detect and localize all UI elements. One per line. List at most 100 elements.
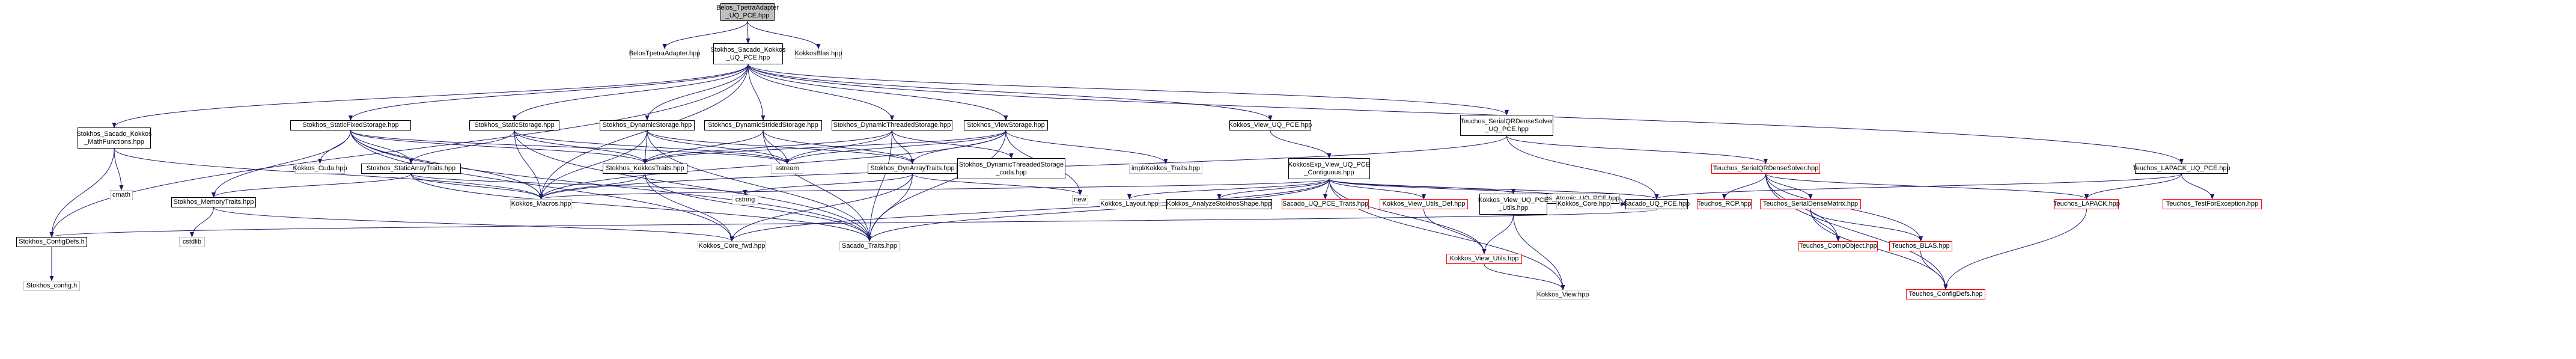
node-cstdlib: cstdlib <box>179 237 205 247</box>
edge-root-to-belos_tpetra <box>662 20 748 49</box>
edge-dynamic_threaded-to-sstream <box>785 130 892 164</box>
node-stokhos-kokkos-traits[interactable]: Stokhos_KokkosTraits.hpp <box>603 164 687 174</box>
edge-sacado_kokkos-to-static_storage <box>512 64 749 121</box>
edge-kokkos_exp_view-to-sacado_traits <box>867 179 1330 242</box>
node-teuchos-rcp[interactable]: Teuchos_RCP.hpp <box>1697 199 1752 209</box>
node-kokkos-view-utils-def[interactable]: Kokkos_View_Utils_Def.hpp <box>1380 199 1468 209</box>
node-kokkos-view: Kokkos_View.hpp <box>1536 290 1589 300</box>
node-dynamic-threaded-storage[interactable]: Stokhos_DynamicThreadedStorage.hpp <box>832 120 952 130</box>
node-dyn-array-traits[interactable]: Stokhos_DynArrayTraits.hpp <box>868 164 957 174</box>
edge-sacado_kokkos-to-kokkos_macros <box>539 64 749 200</box>
edge-view_storage-to-sstream <box>785 130 1006 164</box>
edge-sacado_kokkos-to-stokhos_config_defs <box>49 64 749 238</box>
edge-math_functions-to-stokhos_config_defs <box>49 148 115 238</box>
node-kokkos-view-utils[interactable]: Kokkos_View_Utils.hpp <box>1446 254 1522 264</box>
edge-view_storage-to-kokkos_traits <box>643 130 1006 164</box>
node-view-storage[interactable]: Stokhos_ViewStorage.hpp <box>964 120 1048 130</box>
edge-dynamic_storage-to-dyn_array_traits <box>647 130 915 164</box>
edge-dyn_array_traits-to-kokkos_core_fwd <box>729 173 913 242</box>
edge-kokkos_traits-to-sacado_traits <box>645 173 872 242</box>
node-dynamic-strided-storage[interactable]: Stokhos_DynamicStridedStorage.hpp <box>704 120 822 130</box>
node-stokhos-config-defs[interactable]: Stokhos_ConfigDefs.h <box>16 237 87 247</box>
node-sacado-uq-pce[interactable]: Sacado_UQ_PCE.hpp <box>1624 199 1690 209</box>
node-math-functions[interactable]: Stokhos_Sacado_Kokkos _MathFunctions.hpp <box>76 127 152 149</box>
edge-kokkos_view_utils-to-kokkos_view <box>1484 263 1565 290</box>
edge-static_storage-to-kokkos_traits <box>514 130 647 164</box>
node-kokkos-view-uq-pce-utils[interactable]: Kokkos_View_UQ_PCE _Utils.hpp <box>1478 194 1548 215</box>
edge-sacado_kokkos-to-dynamic_storage <box>645 64 749 121</box>
node-static-array-traits[interactable]: Stokhos_StaticArrayTraits.hpp <box>361 164 461 174</box>
edge-sacado_kokkos-to-dynamic_strided <box>748 64 766 121</box>
node-cmath: cmath <box>110 190 133 200</box>
edge-static_fixed-to-sstream <box>350 130 790 164</box>
edge-kokkos_view_uq-to-kokkos_exp_view <box>1270 130 1332 159</box>
edge-view_storage-to-sacado_traits <box>867 130 1006 242</box>
node-teuchos-lapack[interactable]: Teuchos_LAPACK.hpp <box>2053 199 2120 209</box>
node-kokkos-blas: KokkosBlas.hpp <box>795 49 842 59</box>
node-kokkos-core: Kokkos_Core.hpp <box>1556 199 1611 209</box>
node-sacado-traits: Sacado_Traits.hpp <box>839 241 900 251</box>
node-teuchos-serial-qr-dense-solver[interactable]: Teuchos_SerialQRDenseSolver.hpp <box>1711 164 1820 174</box>
edge-sacado_uq_pce-to-stokhos_config_defs <box>50 209 1657 238</box>
edge-dyn_array_traits-to-new <box>912 173 1082 195</box>
edge-dynamic_threaded-to-sacado_traits <box>867 130 892 242</box>
edge-teuchos_serial_qr_solver-to-teuchos_config_defs <box>1765 173 1948 290</box>
edge-sacado_kokkos-to-teuchos_lapack_uq <box>748 64 2184 164</box>
edge-kokkos_exp_view-to-kokkos_view_uq_utils <box>1329 179 1515 194</box>
edge-static_storage-to-static_array_traits <box>409 130 515 164</box>
node-teuchos-config-defs[interactable]: Teuchos_ConfigDefs.hpp <box>1906 289 1985 299</box>
edge-static_storage-to-sacado_traits <box>514 130 872 242</box>
edge-teuchos_serial_qr-to-sacado_uq_pce <box>1506 135 1659 200</box>
node-static-fixed-storage[interactable]: Stokhos_StaticFixedStorage.hpp <box>290 120 411 130</box>
node-dynamic-storage[interactable]: Stokhos_DynamicStorage.hpp <box>600 120 695 130</box>
node-static-storage[interactable]: Stokhos_StaticStorage.hpp <box>469 120 559 130</box>
edge-kokkos_exp_view-to-kokkos_view_utils <box>1329 179 1487 254</box>
node-cstring: cstring <box>732 195 758 205</box>
edge-sacado_kokkos-to-view_storage <box>748 64 1008 121</box>
node-teuchos-test-for-exception[interactable]: Teuchos_TestForException.hpp <box>2163 199 2262 209</box>
edge-kokkos_exp_view-to-sacado_uq_pce <box>1329 179 1659 200</box>
edge-memory_traits-to-kokkos_core_fwd <box>213 207 734 242</box>
edge-kokkos_exp_view-to-kokkos_layout <box>1127 179 1330 200</box>
node-analyze-stokhos-shape[interactable]: Kokkos_AnalyzeStokhosShape.hpp <box>1166 199 1272 209</box>
edge-dynamic_strided-to-kokkos_traits <box>643 130 764 164</box>
node-kokkos-view-uq-pce[interactable]: Kokkos_View_UQ_PCE.hpp <box>1229 120 1312 130</box>
edge-static_fixed-to-kokkos_traits <box>350 130 647 164</box>
edge-kokkos_exp_view-to-kokkos_view_utils_def <box>1329 179 1426 200</box>
node-teuchos-blas[interactable]: Teuchos_BLAS.hpp <box>1889 241 1952 251</box>
edge-teuchos_lapack_uq-to-teuchos_test_for_exception <box>2181 173 2214 200</box>
edge-kokkos_traits-to-kokkos_core_fwd <box>645 173 734 242</box>
node-sacado-uq-pce-traits[interactable]: Sacado_UQ_PCE_Traits.hpp <box>1282 199 1369 209</box>
node-stokhos-config: Stokhos_config.h <box>23 281 80 291</box>
node-stokhos-sacado-kokkos-uq-pce[interactable]: Stokhos_Sacado_Kokkos _UQ_PCE.hpp <box>710 43 786 64</box>
edge-static_array_traits-to-sacado_traits <box>410 173 872 242</box>
node-memory-traits[interactable]: Stokhos_MemoryTraits.hpp <box>171 197 256 207</box>
edge-sacado_kokkos-to-dynamic_threaded <box>748 64 894 121</box>
edge-sacado_kokkos-to-kokkos_view_uq <box>748 64 1273 121</box>
edge-teuchos_serial_qr_solver-to-teuchos_serial_dense_matrix <box>1765 173 1813 200</box>
edge-dynamic_storage-to-kokkos_macros <box>539 130 648 200</box>
edge-static_storage-to-kokkos_macros <box>514 130 543 200</box>
edge-sacado_kokkos-to-teuchos_serial_qr <box>748 64 1509 115</box>
node-impl-kokkos-traits: impl/Kokkos_Traits.hpp <box>1129 164 1202 174</box>
edge-static_fixed-to-kokkos_core_fwd <box>350 130 734 242</box>
edge-static_array_traits-to-cstring <box>410 173 748 195</box>
edge-static_array_traits-to-kokkos_macros <box>410 173 543 200</box>
node-teuchos-comp-object[interactable]: Teuchos_CompObject.hpp <box>1798 241 1878 251</box>
node-teuchos-serial-dense-matrix[interactable]: Teuchos_SerialDenseMatrix.hpp <box>1760 199 1861 209</box>
edge-dyn_array_traits-to-sacado_traits <box>867 173 913 242</box>
edge-kokkos_traits-to-kokkos_macros <box>539 173 645 200</box>
edge-teuchos_lapack-to-teuchos_config_defs <box>1943 209 2087 290</box>
edge-teuchos_lapack_uq-to-teuchos_lapack <box>2084 173 2182 200</box>
edge-kokkos_exp_view-to-analyze_stokhos <box>1217 179 1330 200</box>
edge-dynamic_storage-to-sstream <box>647 130 790 164</box>
node-kokkosexp-view-uq-pce-contiguous[interactable]: KokkosExp_View_UQ_PCE _Contiguous.hpp <box>1288 158 1370 179</box>
edge-teuchos_serial_qr_solver-to-teuchos_rcp <box>1722 173 1766 200</box>
edge-static_fixed-to-static_array_traits <box>350 130 413 164</box>
edge-math_functions-to-cmath <box>114 148 124 191</box>
node-teuchos-serial-qr-uq-pce[interactable]: Teuchos_SerialQRDenseSolver _UQ_PCE.hpp <box>1460 115 1553 136</box>
edge-dynamic_threaded-to-kokkos_traits <box>643 130 892 164</box>
node-new: new <box>1072 195 1088 205</box>
node-teuchos-lapack-uq-pce[interactable]: Teuchos_LAPACK_UQ_PCE.hpp <box>2133 164 2230 174</box>
node-dynamic-threaded-storage-cuda[interactable]: Stokhos_DynamicThreadedStorage _cuda.hpp <box>957 158 1065 179</box>
